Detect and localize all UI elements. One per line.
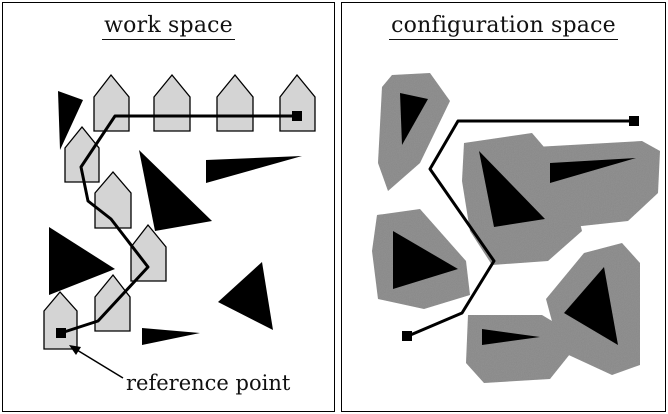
obstacle-small-left [58,91,83,150]
obstacle-triangle-center [139,150,212,231]
cspace-obstacle-core [393,231,458,289]
configuration-space-panel: configuration space [341,2,666,412]
robot-instance [130,223,167,282]
configuration-space-diagram [372,73,660,383]
path-end-marker [292,111,302,121]
obstacle-wedge-bottom [142,328,200,345]
robot-instances [43,73,316,350]
cspace-original-obstacles [393,93,636,345]
obstacle-triangle-right [218,262,273,330]
work-space-diagram [43,73,316,379]
obstacle-wedge-right [206,156,302,183]
obstacle-triangle-left [49,227,115,295]
work-space-obstacles [49,91,302,345]
path-start-marker [56,328,66,338]
robot-instance [43,291,78,350]
robot-instance [216,73,254,132]
cspace-obstacle-grown [535,141,660,229]
work-space-path [60,114,296,335]
cspace-path-end-marker [629,116,639,126]
cspace-obstacle-grown [378,73,450,191]
cspace-path [407,119,630,338]
cspace-path-start-marker [402,331,412,341]
cspace-obstacle-core [564,267,618,345]
work-space-title: work space [102,13,235,40]
robot-instance [279,73,316,132]
configuration-space-title: configuration space [389,13,618,40]
cspace-obstacle-core [482,329,540,345]
work-space-panel: work space ref [2,2,335,412]
robot-instance [153,73,191,132]
robot-instance [94,273,131,332]
reference-arrow-line [76,349,124,379]
robot-instance [64,125,100,183]
cspace-obstacle-core [479,151,545,227]
reference-point-label: reference point [126,371,291,395]
cspace-obstacle-core [550,158,636,183]
cspace-obstacle-core [400,93,428,145]
reference-arrow-head [69,345,81,355]
